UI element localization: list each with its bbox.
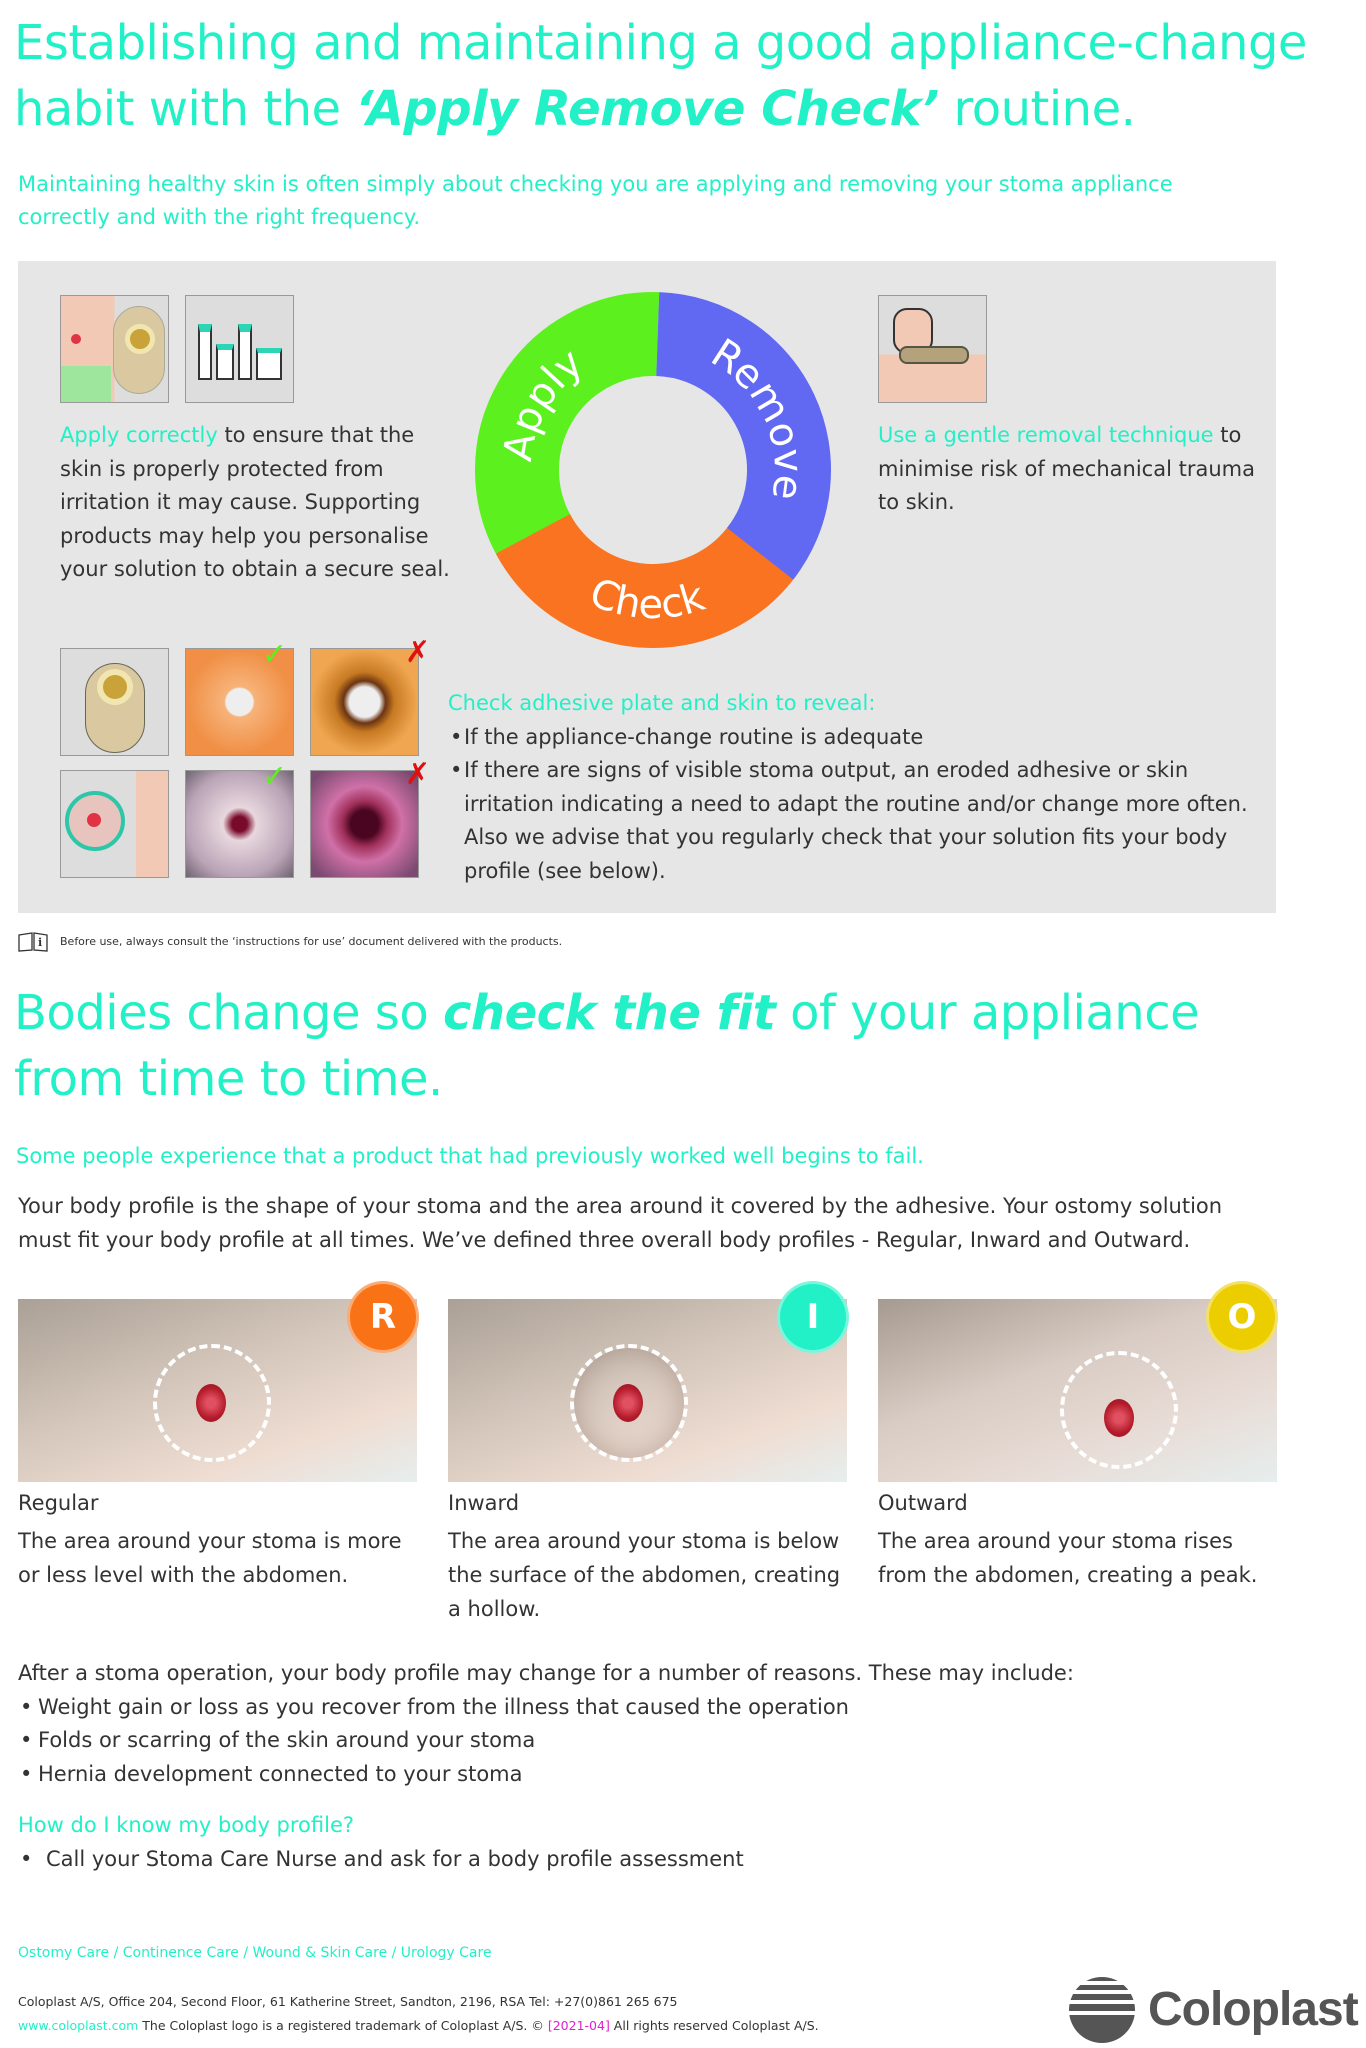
mirror-check-illustration [60,770,169,878]
apply-line: your solution to obtain a secure seal. [60,557,450,581]
check-bullet: If there are signs of visible stoma outp… [448,754,1248,888]
remove-line: to skin. [878,490,955,514]
reasons-intro: After a stoma operation, your body profi… [18,1661,1074,1685]
subtitle-line1: Maintaining healthy skin is often simply… [18,172,1173,196]
reason-item: Folds or scarring of the skin around you… [18,1724,1268,1758]
faq-question: How do I know my body profile? [18,1813,355,1837]
remove-arc [655,292,831,580]
logo-wordmark: Coloplast [1148,1983,1359,2036]
regular-label: Regular [18,1491,99,1515]
remove-description: Use a gentle removal technique to minimi… [878,419,1268,520]
website-link[interactable]: www.coloplast.com [18,2018,139,2033]
ifu-note: Before use, always consult the ‘instruct… [60,935,563,948]
check-arc [495,513,799,648]
check-heading: Check adhesive plate and skin to reveal: [448,691,876,715]
check-list: If the appliance-change routine is adequ… [448,721,1248,889]
inward-description: The area around your stoma is below the … [448,1529,841,1621]
cross-mark-icon: ✗ [405,757,431,792]
instructions-book-icon: i [18,932,48,952]
reasons-list: Weight gain or loss as you recover from … [18,1691,1268,1792]
trademark-text: The Coloplast logo is a registered trade… [138,2018,548,2033]
title-emphasis: ‘Apply Remove Check’ [355,81,939,137]
body-profile-intro: Your body profile is the shape of your s… [18,1194,1223,1252]
apply-highlight: Apply correctly [60,423,218,447]
intro-subtitle: Maintaining healthy skin is often simply… [18,168,1173,234]
apply-arc [475,292,660,565]
section2-subtitle: Some people experience that a product th… [16,1144,924,1168]
footer-address: Coloplast A/S, Office 204, Second Floor,… [18,1994,678,2009]
reason-item: Hernia development connected to your sto… [18,1758,1268,1792]
remove-line: minimise risk of mechanical trauma [878,456,1255,481]
section2-title-emphasis: check the fit [442,985,776,1041]
healthy-skin-photo [185,770,294,878]
apply-illustration [60,295,169,403]
section2-title: Bodies change so check the fit of your a… [14,980,1200,1112]
remove-highlight: Use a gentle removal technique [878,423,1214,447]
regular-badge: R [347,1281,419,1353]
cross-mark-icon: ✗ [405,635,431,670]
rights-text: All rights reserved Coloplast A/S. [609,2018,819,2033]
remove-line: to [1213,423,1242,447]
faq-answer: Call your Stoma Care Nurse and ask for a… [18,1843,744,1877]
supporting-products-illustration [185,295,294,403]
apply-line: skin is properly protected from [60,456,384,481]
outward-description: The area around your stoma rises from th… [878,1529,1258,1587]
removal-illustration [878,295,987,403]
check-description: Check adhesive plate and skin to reveal:… [448,687,1248,888]
section2-title-post: of your appliance [775,985,1200,1041]
faq-answer-list: Call your Stoma Care Nurse and ask for a… [18,1843,744,1877]
outward-badge: O [1206,1281,1278,1353]
apply-description: Apply correctly to ensure that the skin … [60,419,470,587]
footer-categories[interactable]: Ostomy Care / Continence Care / Wound & … [18,1945,492,1961]
apply-line: irritation it may cause. Supporting [60,490,421,514]
coloplast-logo: Coloplast [1066,1976,1366,2044]
good-adhesive-photo [185,648,294,756]
main-title: Establishing and maintaining a good appl… [14,10,1307,142]
apply-line: to ensure that the [217,423,415,447]
title-line1: Establishing and maintaining a good appl… [14,15,1307,71]
title-line2-pre: habit with the [14,81,356,137]
inward-label: Inward [448,1491,520,1515]
check-mark-icon: ✓ [262,759,288,794]
apply-remove-check-cycle: Apply Remove Check [475,292,831,648]
regular-description: The area around your stoma is more or le… [18,1529,402,1587]
eroded-adhesive-photo [310,648,419,756]
irritated-skin-photo [310,770,419,878]
section2-title-pre: Bodies change so [14,985,443,1041]
check-plate-illustration [60,648,169,756]
check-mark-icon: ✓ [262,637,288,672]
footer-legal: www.coloplast.com The Coloplast logo is … [18,2018,819,2033]
title-line2-post: routine. [938,81,1136,137]
inward-badge: I [777,1281,849,1353]
reasons-section: After a stoma operation, your body profi… [18,1657,1268,1791]
apply-line: products may help you personalise [60,523,429,548]
reason-item: Weight gain or loss as you recover from … [18,1691,1268,1725]
coloplast-logo-icon [1069,1977,1135,2043]
section2-title-line2: from time to time. [14,1051,443,1107]
date-code: [2021-04] [547,2018,610,2033]
svg-text:i: i [38,936,42,949]
outward-label: Outward [878,1491,968,1515]
check-bullet: If the appliance-change routine is adequ… [448,721,1248,755]
subtitle-line2: correctly and with the right frequency. [18,205,421,229]
